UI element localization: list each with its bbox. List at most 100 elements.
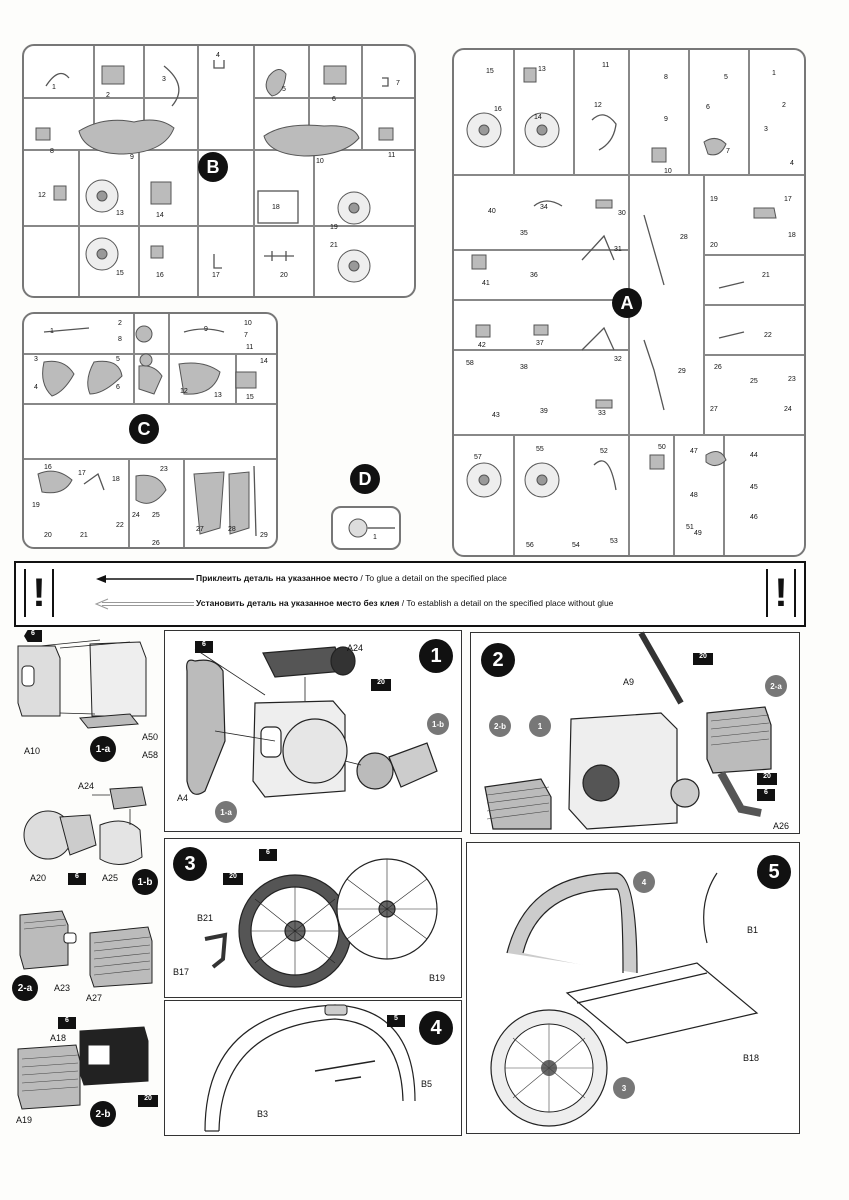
sprue-b-runners [24, 46, 414, 296]
paint-code-badge: 6 [259, 849, 277, 861]
sprue-a-part-label: 23 [788, 376, 796, 383]
legend-glue-ru: Приклеить деталь на указанное место [196, 573, 359, 583]
sprue-a-part-label: 49 [694, 530, 702, 537]
glue-arrow-icon [96, 575, 194, 583]
subassembly-badge-1a: 1-a [90, 736, 116, 762]
step-2-number: 2 [481, 643, 515, 677]
sprue-c-part-label: 16 [44, 464, 52, 471]
sprue-a-part-label: 57 [474, 454, 482, 461]
sprue-c-part-label: 19 [32, 502, 40, 509]
sprue-c-part-label: 29 [260, 532, 268, 539]
sprue-b-part-label: 6 [332, 96, 336, 103]
sprue-c-part-label: 12 [180, 388, 188, 395]
sprue-a-part-label: 15 [486, 68, 494, 75]
label-a58: A58 [142, 750, 159, 760]
sprue-c-part-label: 11 [246, 344, 254, 351]
sprue-c-part-label: 14 [260, 358, 268, 365]
sprue-c-part-label: 4 [34, 384, 38, 391]
sprue-a-part-label: 25 [750, 378, 758, 385]
sprue-c-badge: C [129, 414, 159, 444]
label-a26: A26 [773, 821, 790, 831]
sprue-a-part-label: 30 [618, 210, 626, 217]
label-b19: B19 [429, 973, 446, 983]
label-b3: B3 [257, 1109, 269, 1119]
sprue-a-part-label: 6 [706, 104, 710, 111]
sprue-c-part-label: 6 [116, 384, 120, 391]
subassembly-2b-drawing [17, 1026, 149, 1110]
legend-glue-text: Приклеить деталь на указанное место / To… [196, 573, 507, 583]
legend-box: ! ! Приклеить деталь на указанное место … [14, 561, 806, 627]
sprue-a-part-label: 35 [520, 230, 528, 237]
sprue-c-part-label: 27 [196, 526, 204, 533]
paint-code-badge: 20 [371, 679, 391, 691]
label-a19: A19 [16, 1115, 33, 1125]
paint-code-badge: 6 [58, 1017, 76, 1029]
step-1-number: 1 [419, 639, 453, 673]
sprue-b-part-label: 15 [116, 270, 124, 277]
subassembly-1b-drawing [23, 786, 147, 865]
sprue-c-part-label: 7 [244, 332, 248, 339]
sprue-c-part-label: 15 [246, 394, 254, 401]
step-3-number: 3 [173, 847, 207, 881]
sprue-b-part-label: 5 [282, 86, 286, 93]
subassembly-1b: A24 A20 A25 6 1-b [10, 775, 160, 900]
sprue-a-part-label: 8 [664, 74, 668, 81]
sprue-b-part-label: 8 [50, 148, 54, 155]
sprue-c-part-label: 3 [34, 356, 38, 363]
sprue-b-part-label: 14 [156, 212, 164, 219]
noglue-arrow-icon [94, 598, 194, 610]
label-a23: A23 [54, 983, 71, 993]
sprue-a-part-label: 21 [762, 272, 770, 279]
step-2-ref-2b: 2-b [489, 715, 511, 737]
sprue-c-part-label: 5 [116, 356, 120, 363]
sprue-c-part-label: 2 [118, 320, 122, 327]
legend-noglue-text: Установить деталь на указанное место без… [196, 598, 613, 608]
sprue-c-part-label: 21 [80, 532, 88, 539]
step-4-panel: 4 5 B5 B3 [164, 1000, 462, 1136]
step-2-ref-1: 1 [529, 715, 551, 737]
paint-code-badge: 20 [138, 1095, 158, 1107]
sprue-d: 1 [331, 506, 401, 550]
sprue-a-part-label: 17 [784, 196, 792, 203]
sprue-a-part-label: 27 [710, 406, 718, 413]
label-b5: B5 [421, 1079, 433, 1089]
label-b18: B18 [743, 1053, 760, 1063]
subassembly-badge-1b: 1-b [132, 869, 158, 895]
sprue-c-part-label: 1 [50, 328, 54, 335]
step-1-drawing [186, 646, 438, 798]
sprue-a-part-label: 28 [680, 234, 688, 241]
step-4-number: 4 [419, 1011, 453, 1045]
sprue-a-part-label: 47 [690, 448, 698, 455]
sprue-a-part-label: 48 [690, 492, 698, 499]
sprue-b: 1 2 3 4 5 6 7 8 9 10 11 12 13 14 15 16 1… [22, 44, 416, 298]
legend-glue-en: / To glue a detail on the specified plac… [358, 573, 507, 583]
sprue-a-part-label: 40 [488, 208, 496, 215]
sprue-b-part-label: 1 [52, 84, 56, 91]
sprue-a-part-label: 19 [710, 196, 718, 203]
step-2-ref-2a: 2-a [765, 675, 787, 697]
paint-code-badge: 20 [223, 873, 243, 885]
sprue-b-part-label: 17 [212, 272, 220, 279]
sprue-a-part-label: 14 [534, 114, 542, 121]
sprue-a-runners [454, 50, 804, 555]
subassembly-2b: 6 A18 A19 2-b 20 [10, 1015, 160, 1130]
sprue-a-part-label: 46 [750, 514, 758, 521]
sprue-d-part-label: 1 [373, 534, 377, 541]
sprue-a-part-label: 37 [536, 340, 544, 347]
sprue-a-part-label: 22 [764, 332, 772, 339]
legend-noglue-ru: Установить деталь на указанное место без… [196, 598, 400, 608]
paint-code-badge: 6 [757, 789, 775, 801]
sprue-b-part-label: 16 [156, 272, 164, 279]
sprue-a-part-label: 24 [784, 406, 792, 413]
subassembly-badge-2b: 2-b [90, 1101, 116, 1127]
sprue-b-part-label: 10 [316, 158, 324, 165]
sprue-a-part-label: 9 [664, 116, 668, 123]
sprue-a-part-label: 55 [536, 446, 544, 453]
paint-code-badge: 6 [24, 630, 42, 642]
sprue-a-part-label: 26 [714, 364, 722, 371]
label-a25: A25 [102, 873, 119, 883]
sprue-a-part-label: 39 [540, 408, 548, 415]
sprue-a-part-label: 42 [478, 342, 486, 349]
label-a4: A4 [177, 793, 189, 803]
legend-noglue-en: / To establish a detail on the specified… [399, 598, 614, 608]
